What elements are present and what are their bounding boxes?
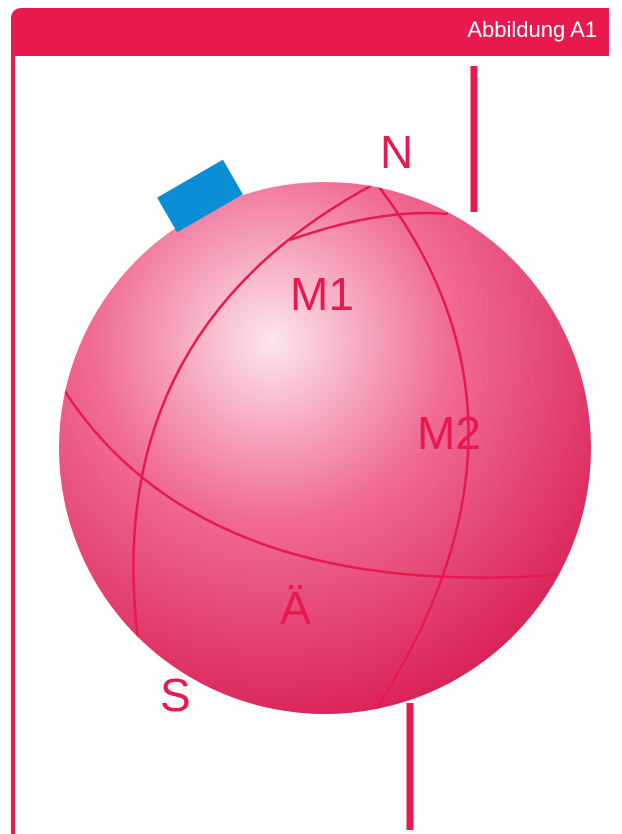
meridian-m1 bbox=[132, 182, 377, 641]
equator-line bbox=[62, 389, 557, 579]
label-north: N bbox=[380, 126, 413, 178]
marker-box bbox=[157, 159, 243, 233]
label-equator: Ä bbox=[280, 582, 311, 634]
figure-caption: Abbildung A1 bbox=[467, 17, 597, 42]
frame-left-border bbox=[11, 56, 15, 834]
circle-upper bbox=[289, 211, 449, 242]
header-bar: Abbildung A1 bbox=[11, 8, 609, 56]
meridian-m2 bbox=[375, 182, 470, 707]
sphere bbox=[59, 182, 591, 714]
label-m1: M1 bbox=[290, 268, 354, 320]
label-south: S bbox=[160, 669, 191, 721]
label-m2: M2 bbox=[417, 407, 481, 459]
